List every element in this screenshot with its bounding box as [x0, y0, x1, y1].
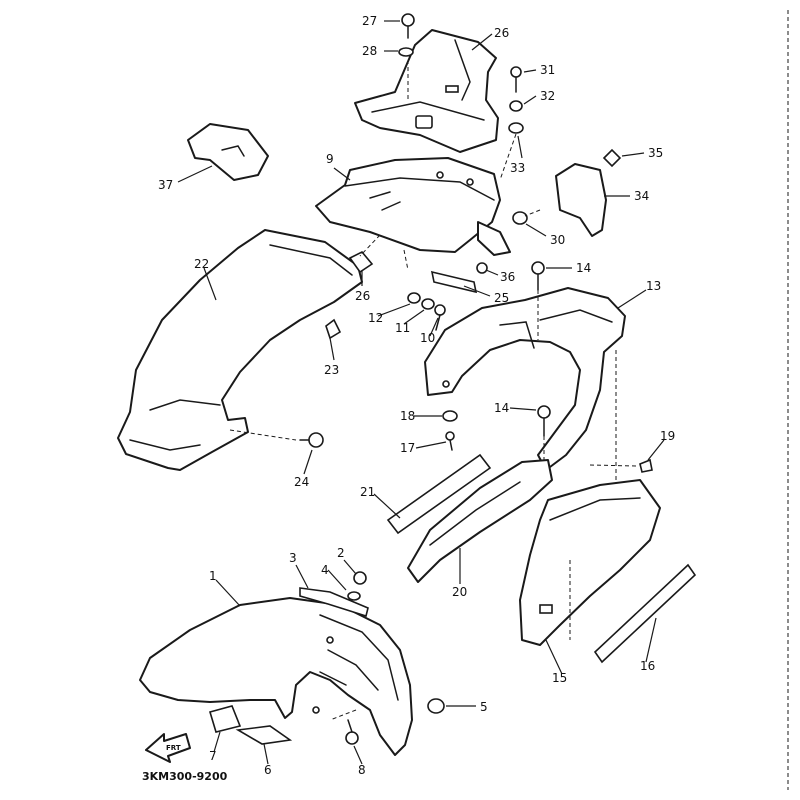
callout-36: 36 — [500, 270, 515, 284]
part-20-side-rail — [407, 459, 553, 583]
part-16-strip — [593, 563, 697, 664]
callout-12: 12 — [368, 311, 383, 325]
callout-13: 13 — [646, 279, 661, 293]
callout-2: 2 — [337, 546, 345, 560]
callout-32: 32 — [540, 89, 555, 103]
callout-34: 34 — [634, 189, 649, 203]
small-hardware — [208, 13, 653, 745]
callout-19: 19 — [660, 429, 675, 443]
part-9-seat-bracket — [315, 157, 511, 256]
callout-26: 26 — [355, 289, 370, 303]
callout-15: 15 — [552, 671, 567, 685]
callout-6: 6 — [264, 763, 272, 777]
callout-3: 3 — [289, 551, 297, 565]
callout-22: 22 — [194, 257, 209, 271]
callout-20: 20 — [452, 585, 467, 599]
callout-4: 4 — [321, 563, 329, 577]
callout-23: 23 — [324, 363, 339, 377]
part-37-pad — [187, 123, 269, 181]
callout-30: 30 — [550, 233, 565, 247]
callout-11: 11 — [395, 321, 410, 335]
callout-14-lower: 14 — [494, 401, 509, 415]
part-13-grab-rail — [424, 287, 626, 471]
callout-25: 25 — [494, 291, 509, 305]
callout-29: 28 — [362, 44, 377, 58]
direction-label: FRT — [166, 744, 181, 752]
part-22-rear-fender — [117, 229, 363, 471]
callout-1: 1 — [209, 569, 217, 583]
part-1-front-fender — [139, 597, 413, 756]
part-15-side-cover — [519, 479, 661, 646]
part-34-bracket — [555, 163, 607, 237]
callout-27: 26 — [494, 26, 509, 40]
catalog-code: 3KM300-9200 — [142, 770, 228, 783]
callout-17: 17 — [400, 441, 415, 455]
callout-37: 37 — [158, 178, 173, 192]
callout-9: 9 — [326, 152, 334, 166]
callout-16: 16 — [640, 659, 655, 673]
callout-14-upper: 14 — [576, 261, 591, 275]
part-21-strip — [386, 453, 492, 535]
callout-18: 18 — [400, 409, 415, 423]
callout-28: 27 — [362, 14, 377, 28]
leader-lines — [177, 20, 665, 765]
callout-33: 33 — [510, 161, 525, 175]
frt-arrow-icon: FRT — [145, 733, 191, 763]
callout-31: 31 — [540, 63, 555, 77]
assembly-lines — [229, 60, 637, 721]
callout-labels: 27 28 26 31 32 33 35 34 37 9 30 14 13 36… — [158, 14, 675, 777]
callout-7: 7 — [209, 749, 217, 763]
callout-35: 35 — [648, 146, 663, 160]
part-27-bracket — [354, 29, 499, 153]
callout-8: 8 — [358, 763, 366, 777]
callout-24: 24 — [294, 475, 309, 489]
callout-5: 5 — [480, 700, 488, 714]
callout-10: 10 — [420, 331, 435, 345]
callout-21: 21 — [360, 485, 375, 499]
